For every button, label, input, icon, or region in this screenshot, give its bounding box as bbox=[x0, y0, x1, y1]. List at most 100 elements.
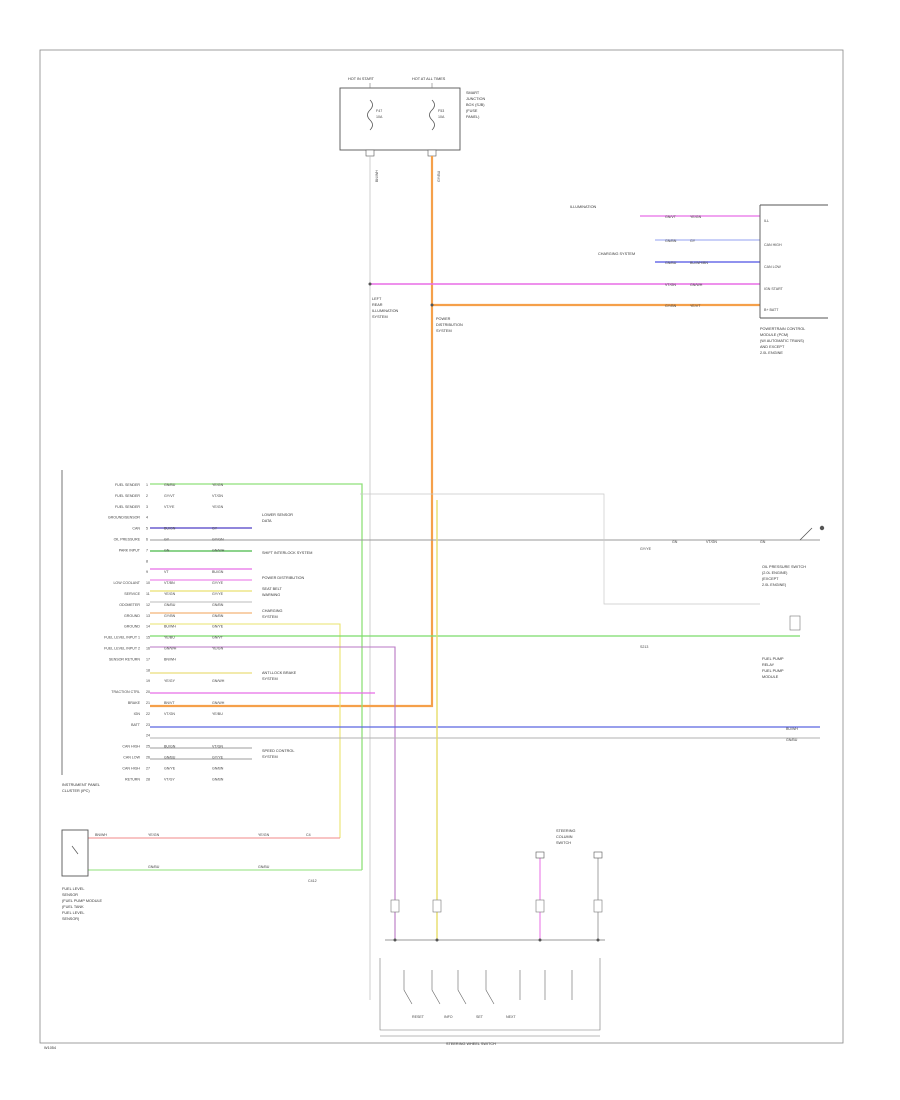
svg-text:FUEL PUMP: FUEL PUMP bbox=[762, 669, 784, 673]
cluster-pin-name: FUEL SENDER bbox=[115, 505, 140, 509]
svg-text:GN/BU: GN/BU bbox=[148, 865, 160, 869]
svg-text:BU/WH: BU/WH bbox=[786, 727, 798, 731]
cluster-pin-wire-color-2: GN/BN bbox=[212, 603, 224, 607]
cluster-pin-name: FUEL SENDER bbox=[115, 483, 140, 487]
wire-violet-sensor-return bbox=[150, 646, 396, 940]
cluster-pin-wire-color-2: GY/GN bbox=[212, 538, 224, 542]
wire-yellow-fuel-1 bbox=[150, 623, 341, 838]
cluster-pin-name: SENSOR RETURN bbox=[109, 657, 141, 661]
junction-box-title: SMART JUNCTION BOX (SJB) (FUSE PANEL) bbox=[466, 91, 485, 119]
cluster-pin-name: GROUND bbox=[124, 614, 140, 618]
cluster-pin-wire-color: VT/GY bbox=[164, 777, 175, 781]
cluster-pin-wire-color-2: VT/GN bbox=[212, 745, 223, 749]
cluster-pin-number: 25 bbox=[146, 745, 150, 749]
steering-connector-2 bbox=[432, 899, 442, 913]
cluster-pin-name: BATT bbox=[131, 723, 141, 727]
cluster-pin-wire-color: VT/BN bbox=[164, 581, 175, 585]
cluster-pin-name: TRACTION CTRL bbox=[111, 690, 140, 694]
cluster-pin-wire-color-2: GN/WH bbox=[212, 548, 225, 552]
fuel-level-sensor: BN/WH YE/GN YE/GN GN/BU GN/BU C4 C412 FU… bbox=[61, 829, 317, 921]
cluster-pin-wire-color-2: GN/BN bbox=[212, 766, 224, 770]
svg-text:SYSTEM: SYSTEM bbox=[372, 315, 388, 319]
pcm-inputs: ILLUMINATION GN/VT YE/GN GN/BN GY CHARGI… bbox=[570, 205, 708, 308]
cluster-pin-number: 10 bbox=[146, 581, 150, 585]
cluster-pin-number: 23 bbox=[146, 723, 150, 727]
cluster-pin-row: 18 bbox=[146, 668, 150, 672]
cluster-pin-number: 21 bbox=[146, 701, 150, 705]
cluster-pin-number: 3 bbox=[146, 505, 148, 509]
cluster-pin-name: SERVICE bbox=[124, 592, 140, 596]
cluster-pin-name: PARK INPUT bbox=[119, 548, 141, 552]
svg-text:(FUSE: (FUSE bbox=[466, 109, 478, 113]
fuse-wire-2-color: GY/BU bbox=[437, 170, 441, 182]
cluster-pin-number: 15 bbox=[146, 636, 150, 640]
can-bus-right: BU/WH GN/BU bbox=[786, 727, 798, 742]
svg-text:DISTRIBUTION: DISTRIBUTION bbox=[436, 323, 463, 327]
svg-text:COLUMN: COLUMN bbox=[556, 835, 573, 839]
cluster-pin-number: 4 bbox=[146, 516, 148, 520]
steering-wheel-switch: STEERING COLUMN SWITCH RESET INFO SET NE… bbox=[379, 829, 603, 1046]
svg-text:GN/VT: GN/VT bbox=[665, 215, 677, 219]
svg-text:ILLUMINATION: ILLUMINATION bbox=[570, 205, 597, 209]
cluster-pin-number: 24 bbox=[146, 734, 150, 738]
cluster-pin-wire-color: VT bbox=[164, 570, 169, 574]
splice-dots bbox=[368, 282, 600, 942]
cluster-pin-row: 24 bbox=[146, 734, 150, 738]
svg-text:CHARGING SYSTEM: CHARGING SYSTEM bbox=[598, 252, 635, 256]
cluster-pin-name: FUEL LEVEL INPUT 2 bbox=[104, 647, 140, 651]
pcm-outline bbox=[759, 204, 828, 319]
svg-text:2.0L ENGINE): 2.0L ENGINE) bbox=[762, 583, 787, 587]
svg-text:RESET: RESET bbox=[412, 1015, 425, 1019]
fuel-pump-relay: FUEL PUMP RELAY FUEL PUMP MODULE S213 bbox=[640, 615, 801, 679]
svg-text:GN/BU: GN/BU bbox=[665, 261, 677, 265]
svg-text:YE/GN: YE/GN bbox=[258, 833, 270, 837]
svg-text:SENSOR): SENSOR) bbox=[62, 917, 80, 921]
cluster-pin-wire-color: YE/GY bbox=[164, 679, 176, 683]
svg-text:CAN LOW: CAN LOW bbox=[764, 265, 781, 269]
svg-text:RELAY: RELAY bbox=[762, 663, 775, 667]
cluster-pin-wire-color-2: GN/BN bbox=[212, 777, 224, 781]
hot-in-start-label: HOT IN START bbox=[348, 77, 375, 81]
svg-text:YE/GN: YE/GN bbox=[148, 833, 160, 837]
fuel-sensor-title: FUEL LEVEL SENSOR (FUEL PUMP MODULE (FUE… bbox=[62, 887, 103, 921]
cluster-pin-name: BRAKE bbox=[128, 701, 141, 705]
cluster-pin-wire-color: BN/WH bbox=[164, 657, 176, 661]
cluster-pin-number: 12 bbox=[146, 603, 150, 607]
cluster-pin-name: IGN bbox=[134, 712, 141, 716]
cluster-pin-wire-color-2: YE/GN bbox=[212, 505, 224, 509]
svg-text:DATA: DATA bbox=[262, 519, 272, 523]
svg-text:NEXT: NEXT bbox=[506, 1015, 516, 1019]
fuse-wire-1-color: BN/WH bbox=[375, 170, 379, 182]
cluster-pin-wire-color-2: YE/GN bbox=[212, 647, 224, 651]
svg-text:CHARGING: CHARGING bbox=[262, 609, 283, 613]
wire-grey-right-loop bbox=[360, 493, 760, 605]
pcm-module: ILLUMINATION GN/VT YE/GN GN/BN GY CHARGI… bbox=[570, 204, 828, 355]
svg-text:GY/YE: GY/YE bbox=[640, 547, 652, 551]
svg-text:GN: GN bbox=[672, 540, 678, 544]
svg-text:BOX (SJB): BOX (SJB) bbox=[466, 103, 485, 107]
svg-text:FUEL PUMP: FUEL PUMP bbox=[762, 657, 784, 661]
svg-text:JUNCTION: JUNCTION bbox=[466, 97, 485, 101]
cluster-pin-wire-color-2: GN/WH bbox=[212, 701, 225, 705]
steering-connector-4 bbox=[593, 899, 603, 913]
svg-text:MODULE (PCM): MODULE (PCM) bbox=[760, 333, 789, 337]
cluster-pin-number: 27 bbox=[146, 766, 150, 770]
svg-text:YE/GN: YE/GN bbox=[690, 215, 702, 219]
oil-switch-symbol bbox=[799, 527, 813, 541]
svg-text:IGN START: IGN START bbox=[764, 287, 784, 291]
svg-text:SWITCH: SWITCH bbox=[556, 841, 571, 845]
svg-text:FUEL LEVEL: FUEL LEVEL bbox=[62, 911, 84, 915]
svg-text:ANTI-LOCK BRAKE: ANTI-LOCK BRAKE bbox=[262, 671, 297, 675]
